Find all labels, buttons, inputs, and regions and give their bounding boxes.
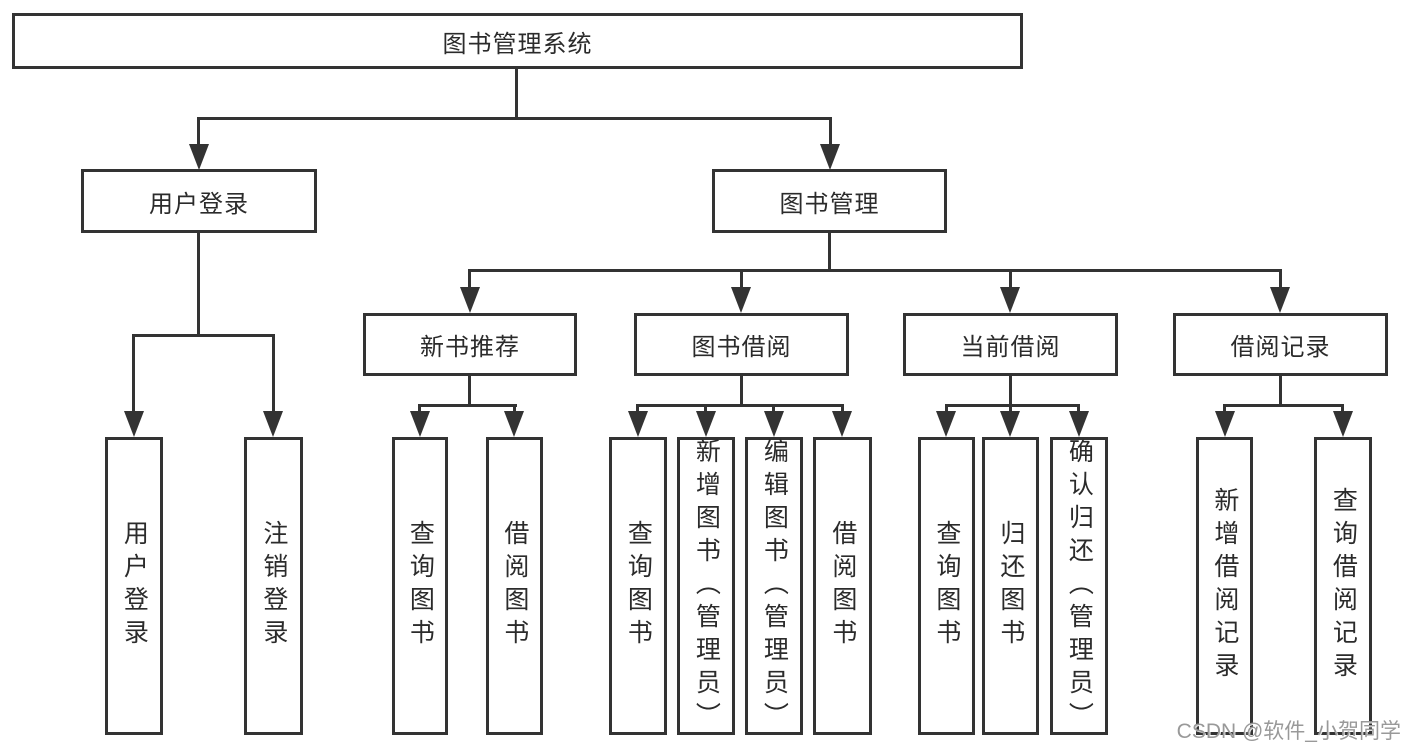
arrow-book-management <box>820 144 840 170</box>
connector-drop-br-query <box>1341 404 1344 413</box>
arrow-nb-borrow <box>504 411 524 437</box>
leaf-nb-borrow-books: 借阅图书 <box>486 437 543 735</box>
leaf-nb-query-books: 查询图书 <box>392 437 448 735</box>
node-borrow-records: 借阅记录 <box>1173 313 1388 376</box>
arrow-nb-query <box>410 411 430 437</box>
leaf-br-add-record: 新增借阅记录 <box>1196 437 1253 735</box>
leaf-bb-borrow-books: 借阅图书 <box>813 437 872 735</box>
leaf-label: 查询图书 <box>624 520 653 652</box>
leaf-user-login: 用户登录 <box>105 437 163 735</box>
leaf-cb-confirm-return: 确认归还（管理员） <box>1050 437 1108 735</box>
connector-user-login-stem <box>197 233 200 336</box>
connector-drop-nb-borrow <box>513 404 516 413</box>
connector-nbr-stem <box>468 376 471 406</box>
csdn-watermark: CSDN @软件_小贺同学 <box>1176 720 1401 743</box>
connector-drop-bb-query <box>636 404 639 413</box>
connector-book-management-stem <box>828 233 831 271</box>
leaf-label: 借阅图书 <box>500 520 529 652</box>
leaf-logout: 注销登录 <box>244 437 303 735</box>
node-book-borrow: 图书借阅 <box>634 313 849 376</box>
node-book-management: 图书管理 <box>712 169 947 233</box>
connector-user-login-hbar <box>132 334 275 337</box>
connector-br-hbar <box>1223 404 1344 407</box>
connector-drop-borrow-records <box>1279 269 1282 289</box>
leaf-label: 归还图书 <box>996 520 1025 652</box>
arrow-cb-return <box>1000 411 1020 437</box>
arrow-new-book-recommend <box>460 287 480 313</box>
leaf-label: 查询图书 <box>406 520 435 652</box>
connector-bb-hbar <box>636 404 844 407</box>
leaf-bb-edit-books: 编辑图书（管理员） <box>745 437 803 735</box>
connector-drop-cb-query <box>945 404 948 413</box>
leaf-cb-query-books: 查询图书 <box>918 437 975 735</box>
leaf-label: 查询借阅记录 <box>1329 487 1358 685</box>
connector-drop-cb-return <box>1009 404 1012 413</box>
arrow-bb-edit <box>764 411 784 437</box>
leaf-label: 查询图书 <box>932 520 961 652</box>
connector-book-management-hbar <box>468 269 1282 272</box>
connector-root-hbar <box>197 117 832 120</box>
connector-nbr-hbar <box>418 404 517 407</box>
connector-drop-cb-confirm <box>1077 404 1080 413</box>
leaf-label: 新增借阅记录 <box>1210 487 1239 685</box>
arrow-bb-borrow <box>832 411 852 437</box>
connector-root-stem <box>515 69 518 119</box>
leaf-cb-return-books: 归还图书 <box>982 437 1039 735</box>
connector-cb-hbar <box>945 404 1080 407</box>
arrow-bb-query <box>628 411 648 437</box>
arrow-current-borrow <box>1000 287 1020 313</box>
leaf-bb-query-books: 查询图书 <box>609 437 667 735</box>
connector-drop-book-management <box>829 117 832 146</box>
node-current-borrow: 当前借阅 <box>903 313 1118 376</box>
leaf-br-query-record: 查询借阅记录 <box>1314 437 1372 735</box>
connector-drop-br-add <box>1223 404 1226 413</box>
connector-cb-stem <box>1009 376 1012 406</box>
connector-drop-bb-edit <box>772 404 775 413</box>
connector-drop-new-book-recommend <box>468 269 471 289</box>
connector-drop-user-login-leaf <box>132 334 135 413</box>
arrow-borrow-records <box>1270 287 1290 313</box>
arrow-logout-leaf <box>263 411 283 437</box>
connector-bb-stem <box>740 376 743 406</box>
node-new-book-recommend: 新书推荐 <box>363 313 577 376</box>
leaf-label: 用户登录 <box>120 520 149 652</box>
arrow-user-login <box>189 144 209 170</box>
arrow-br-add <box>1215 411 1235 437</box>
connector-drop-bb-add <box>704 404 707 413</box>
arrow-br-query <box>1333 411 1353 437</box>
connector-drop-bb-borrow <box>841 404 844 413</box>
arrow-cb-confirm <box>1069 411 1089 437</box>
leaf-label: 注销登录 <box>259 520 288 652</box>
arrow-book-borrow <box>731 287 751 313</box>
connector-br-stem <box>1279 376 1282 406</box>
leaf-bb-add-books: 新增图书（管理员） <box>677 437 735 735</box>
leaf-label: 编辑图书（管理员） <box>760 437 789 735</box>
connector-drop-user-login <box>197 117 200 146</box>
connector-drop-current-borrow <box>1009 269 1012 289</box>
arrow-bb-add <box>696 411 716 437</box>
connector-drop-book-borrow <box>740 269 743 289</box>
leaf-label: 借阅图书 <box>828 520 857 652</box>
leaf-label: 确认归还（管理员） <box>1065 437 1094 735</box>
connector-drop-logout-leaf <box>272 334 275 413</box>
connector-drop-nb-query <box>418 404 421 413</box>
leaf-label: 新增图书（管理员） <box>692 437 721 735</box>
arrow-user-login-leaf <box>124 411 144 437</box>
arrow-cb-query <box>936 411 956 437</box>
node-user-login: 用户登录 <box>81 169 317 233</box>
node-library-management-system: 图书管理系统 <box>12 13 1023 69</box>
